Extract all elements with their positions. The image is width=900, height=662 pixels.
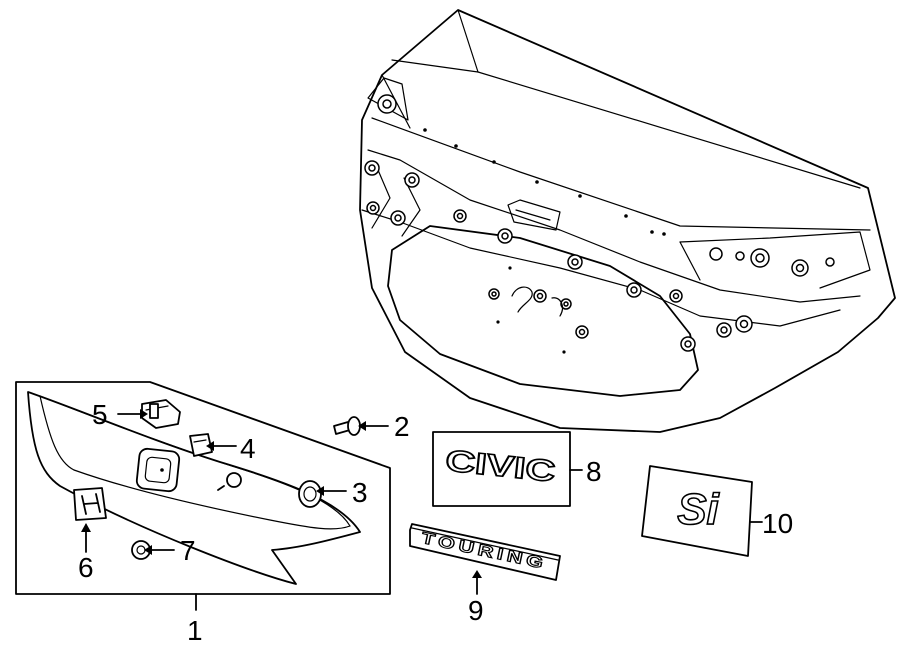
callout-10: 10	[762, 508, 793, 539]
touring-emblem-part-9: TOURING	[409, 523, 561, 595]
callout-8: 8	[586, 456, 602, 487]
bolt-part-2	[333, 416, 389, 436]
trunk-lid	[359, 9, 896, 433]
garnish-group-box	[15, 381, 391, 611]
civic-emblem-text: CIVIC	[444, 444, 557, 488]
honda-emblem-part-6	[73, 487, 107, 553]
callout-4: 4	[240, 433, 256, 464]
si-emblem-part-10: Si	[641, 465, 763, 557]
callout-9: 9	[468, 595, 484, 626]
callout-1: 1	[187, 615, 203, 646]
clip-part-4	[189, 433, 237, 457]
screw	[217, 472, 242, 491]
grommet-part-3	[298, 480, 347, 508]
rear-garnish	[27, 391, 361, 585]
nut-part-7	[131, 540, 175, 560]
civic-emblem-part-8: CIVIC	[432, 431, 583, 507]
callout-5: 5	[92, 399, 108, 430]
callout-2: 2	[394, 411, 410, 442]
callout-7: 7	[180, 535, 196, 566]
callout-6: 6	[78, 552, 94, 583]
callout-labels: 1 2 3 4 5 6 7 8 9 10	[78, 399, 793, 646]
si-emblem-text: Si	[677, 485, 719, 534]
callout-3: 3	[352, 477, 368, 508]
bracket-part-5	[117, 399, 181, 429]
